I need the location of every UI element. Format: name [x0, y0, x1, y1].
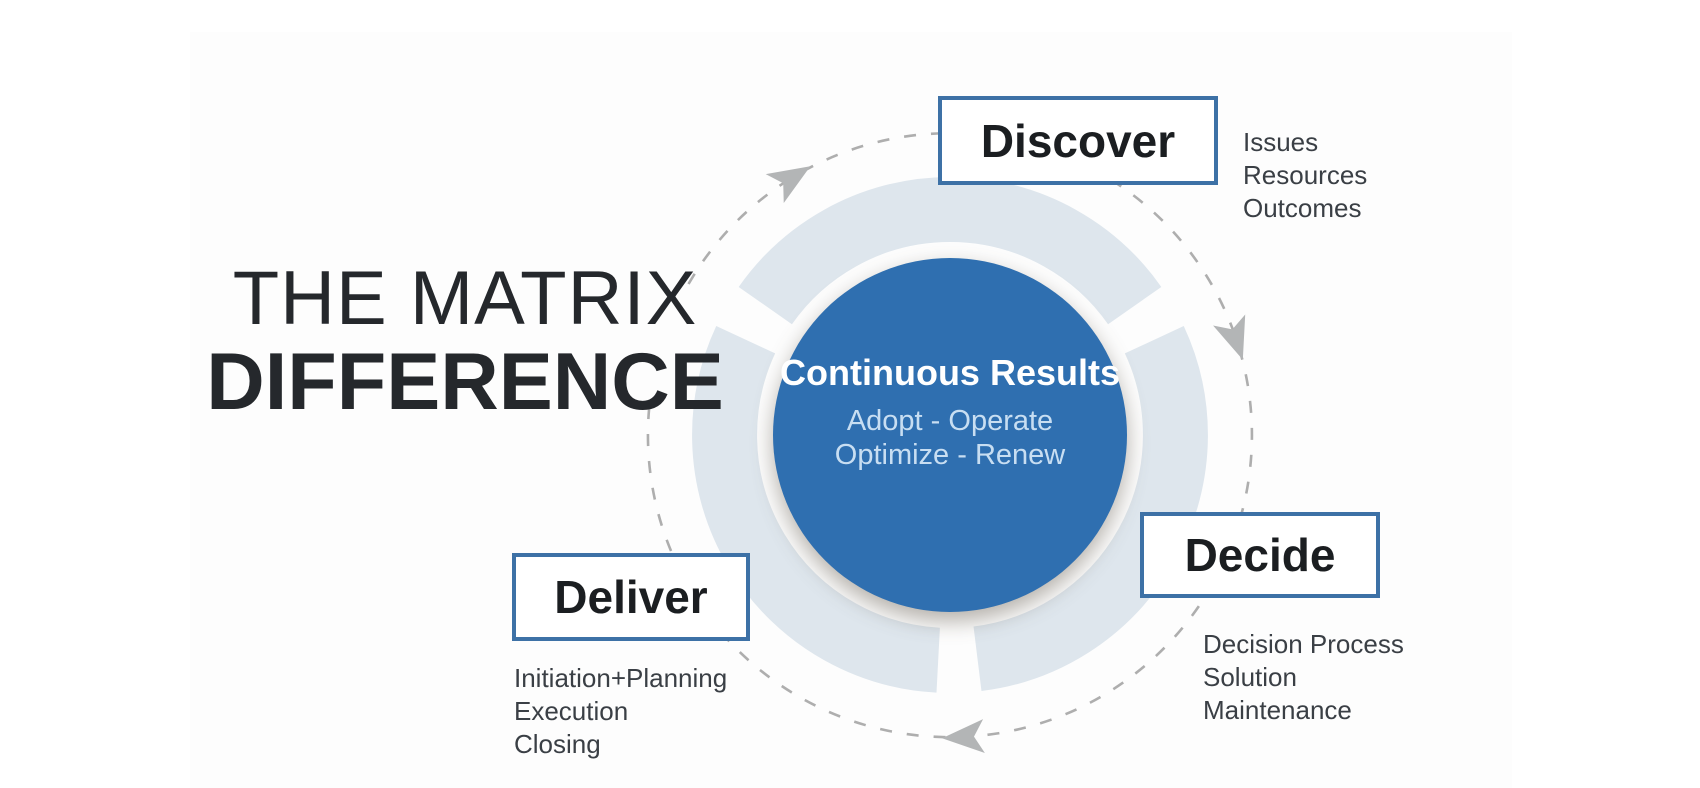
decide-item: Solution [1203, 662, 1297, 692]
deliver-box: Deliver [512, 553, 750, 641]
deliver-item: Execution [514, 696, 629, 726]
center-sub-line-1: Adopt - Operate [846, 405, 1054, 437]
decide-item: Decision Process [1203, 629, 1404, 659]
ring-segment-deliver [692, 325, 941, 693]
center-circle [773, 258, 1127, 612]
discover-label: Discover [980, 114, 1176, 167]
center-circle-text: Continuous Results Adopt - Operate Optim… [770, 352, 1130, 472]
page-title: THE MATRIX DIFFERENCE [200, 256, 730, 427]
deliver-items: Initiation+Planning Execution Closing [514, 662, 727, 761]
title-line-2: DIFFERENCE [206, 337, 724, 427]
decide-label: Decide [1184, 529, 1336, 581]
title-line-1: THE MATRIX [232, 256, 698, 341]
discover-item: Issues [1243, 127, 1319, 157]
decide-box: Decide [1140, 512, 1380, 598]
deliver-label: Deliver [554, 571, 708, 623]
center-sub-line-2: Optimize - Renew [834, 439, 1066, 471]
discover-box: Discover [938, 96, 1218, 185]
discover-item: Resources [1243, 160, 1368, 190]
discover-item: Outcomes [1243, 193, 1362, 223]
center-heading: Continuous Results [780, 352, 1120, 393]
center-sub-lines: Adopt - Operate Optimize - Renew [770, 404, 1130, 472]
flow-arrow-right-icon [1213, 314, 1246, 360]
flow-arrow-top-icon [765, 166, 811, 203]
deliver-item: Initiation+Planning [514, 663, 728, 693]
deliver-item: Closing [514, 729, 601, 759]
decide-items: Decision Process Solution Maintenance [1203, 628, 1404, 727]
flow-arrow-bottom-icon [942, 719, 985, 754]
decide-item: Maintenance [1203, 695, 1352, 725]
discover-items: Issues Resources Outcomes [1243, 126, 1367, 225]
ring-segment-discover [738, 177, 1162, 325]
flow-arrows [765, 166, 1246, 754]
